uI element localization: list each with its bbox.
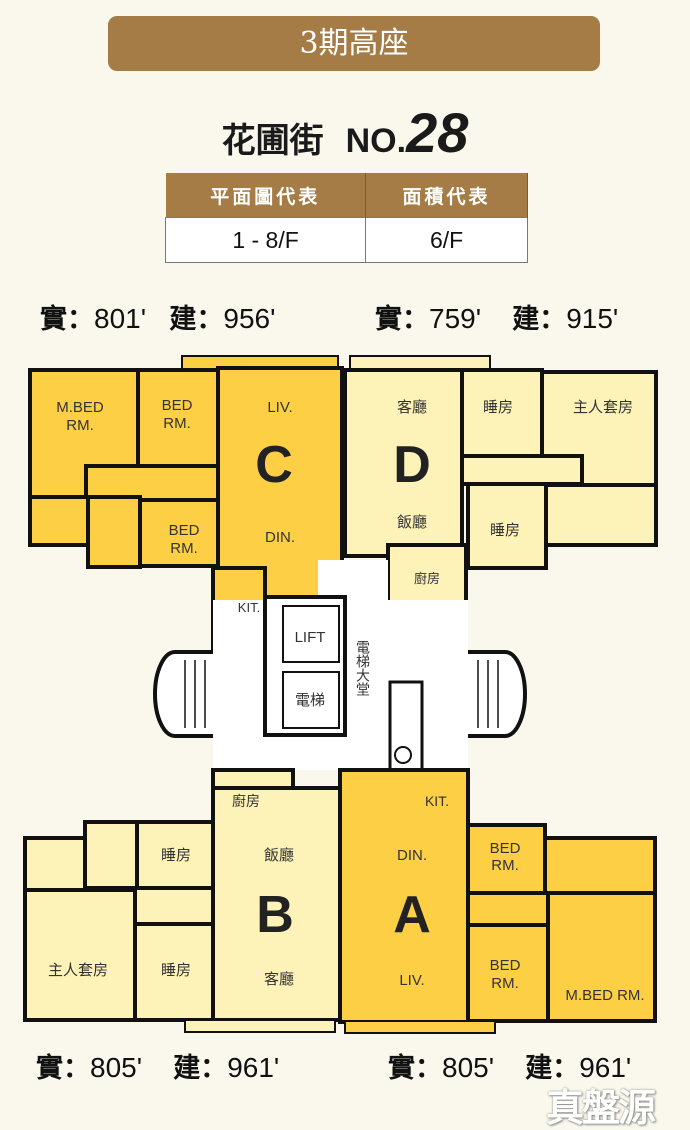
info-table: 平面圖代表 面積代表 1 - 8/F 6/F <box>164 173 528 263</box>
saleable-label: 實： <box>375 304 429 335</box>
room-label: RM. <box>66 417 94 434</box>
room-label: 睡房 <box>161 846 191 864</box>
watermark: 真盤源 <box>546 1086 656 1130</box>
lift-label-zh: 電梯 <box>295 691 325 709</box>
gross-value: 961' <box>579 1052 632 1083</box>
gross-value: 915' <box>566 303 619 334</box>
title-banner: 3期高座 <box>108 16 600 71</box>
room-label: 睡房 <box>490 521 520 539</box>
room-label: 廚房 <box>414 571 440 587</box>
unit-letter-b: B <box>256 886 294 944</box>
unit-letter-c: C <box>255 436 293 494</box>
saleable-value: 801' <box>94 303 147 334</box>
saleable-label: 實： <box>388 1053 442 1084</box>
room-label: RM. <box>170 540 198 557</box>
lift-label: LIFT <box>295 629 326 646</box>
room-label: RM. <box>491 975 519 992</box>
unit-b <box>23 768 342 1033</box>
room-label: RM. <box>163 415 191 432</box>
saleable-value: 805' <box>90 1052 143 1083</box>
gross-label: 建： <box>169 304 224 335</box>
room-label: 睡房 <box>161 961 191 979</box>
unit-letter-d: D <box>393 436 431 494</box>
room-label: 主人套房 <box>573 398 633 416</box>
header-area: 面積代表 <box>365 173 528 218</box>
room-label: DIN. <box>397 847 427 864</box>
room-label: BED <box>162 397 193 414</box>
room-label: LIV. <box>267 399 292 416</box>
gross-label: 建： <box>525 1053 580 1084</box>
room-label: 主人套房 <box>48 961 108 979</box>
unit-c <box>28 355 344 650</box>
unit-a <box>338 768 657 1034</box>
room-label: 飯廳 <box>264 846 294 864</box>
room-label: 睡房 <box>483 398 513 416</box>
gross-label: 建： <box>512 304 567 335</box>
saleable-label: 實： <box>40 304 94 335</box>
gross-value: 961' <box>227 1052 280 1083</box>
room-label: KIT. <box>238 600 260 615</box>
header-floorplan: 平面圖代表 <box>165 173 367 218</box>
street-no-label: NO. <box>345 122 407 160</box>
street-title: 花圃街 NO.28 <box>0 100 690 165</box>
area-c: 實：801' 建：956' <box>40 303 275 336</box>
street-name: 花圃街 <box>221 121 324 161</box>
room-label: RM. <box>491 857 519 874</box>
gross-label: 建： <box>173 1053 228 1084</box>
gross-value: 956' <box>223 303 276 334</box>
lobby-label: 電梯大堂 <box>354 640 370 696</box>
saleable-value: 805' <box>442 1052 495 1083</box>
room-label: LIV. <box>399 972 424 989</box>
unit-letter-a: A <box>393 886 431 944</box>
unit-d <box>343 355 658 613</box>
room-label: M.BED RM. <box>565 987 644 1004</box>
area-b: 實：805' 建：961' <box>36 1052 279 1085</box>
area-d: 實：759' 建：915' <box>375 303 618 336</box>
area-a: 實：805' 建：961' <box>388 1052 631 1085</box>
room-label: BED <box>169 522 200 539</box>
room-label: BED <box>490 840 521 857</box>
room-label: DIN. <box>265 529 295 546</box>
value-area: 6/F <box>365 217 528 263</box>
value-floorplan: 1 - 8/F <box>164 217 367 263</box>
room-label: 客廳 <box>264 970 294 988</box>
room-label: 客廳 <box>397 398 427 416</box>
core <box>153 560 527 772</box>
room-label: 廚房 <box>232 793 260 810</box>
room-label: BED <box>490 957 521 974</box>
street-number: 28 <box>406 101 469 164</box>
saleable-label: 實： <box>36 1053 90 1084</box>
room-label: M.BED <box>56 399 104 416</box>
room-label: 飯廳 <box>397 513 427 531</box>
room-label: KIT. <box>425 793 449 809</box>
saleable-value: 759' <box>429 303 482 334</box>
